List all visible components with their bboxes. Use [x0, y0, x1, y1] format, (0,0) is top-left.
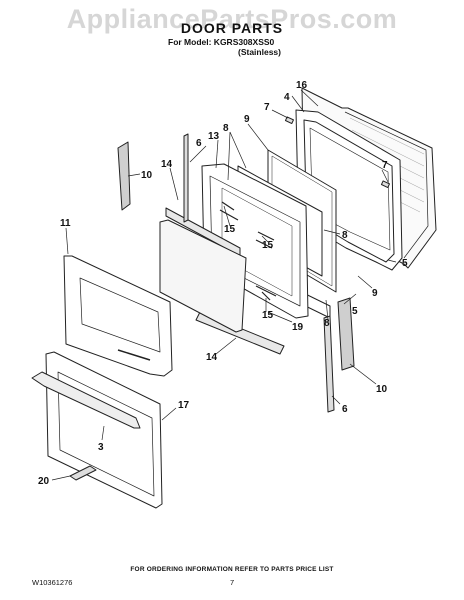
- part-7-screw-b: [380, 180, 390, 189]
- callout-6a: 6: [196, 138, 202, 149]
- callout-10a: 10: [141, 170, 153, 181]
- watermark-text: AppliancePartsPros.com: [66, 4, 398, 34]
- callout-4: 4: [284, 92, 290, 103]
- callout-16: 16: [296, 80, 308, 91]
- callout-7a: 7: [264, 102, 270, 113]
- part-11-badge: [117, 349, 151, 361]
- callout-11: 11: [60, 218, 71, 229]
- callout-5b: 5: [352, 306, 358, 317]
- part-3-handle: [31, 371, 141, 429]
- callout-19: 19: [292, 322, 304, 333]
- part-11-outer-glass: [63, 255, 173, 377]
- part-17-outer-door-inner: [57, 371, 155, 497]
- model-line: For Model: KGRS308XSS0: [168, 37, 275, 47]
- document-number: W10361276: [32, 578, 73, 587]
- callout-15c: 15: [262, 310, 274, 321]
- callout-9b: 9: [372, 288, 378, 299]
- part-7-screw-a: [284, 116, 294, 125]
- callout-20: 20: [38, 476, 50, 487]
- page-number: 7: [230, 578, 235, 587]
- callout-8c: 8: [324, 318, 330, 329]
- callout-10b: 10: [376, 384, 388, 395]
- part-15-bracket-a: [219, 201, 239, 221]
- part-6-receiver-top: [183, 133, 189, 223]
- part-10-hinge-right: [337, 297, 355, 371]
- part-11-window: [79, 277, 161, 353]
- part-15-bracket-b: [255, 231, 275, 249]
- part-6-receiver-bottom: [323, 315, 335, 413]
- callout-8b: 8: [342, 230, 348, 241]
- callout-14b: 14: [206, 352, 218, 363]
- part-13-liner-window: [221, 187, 293, 297]
- callout-8a: 8: [223, 123, 229, 134]
- callout-7b: 7: [382, 160, 388, 171]
- part-19-insulation: [159, 219, 247, 333]
- callout-14a: 14: [161, 159, 173, 170]
- callout-3: 3: [98, 442, 104, 453]
- ordering-note: FOR ORDERING INFORMATION REFER TO PARTS …: [130, 566, 334, 573]
- part-17-outer-door: [45, 351, 163, 509]
- part-10-hinge-left: [117, 141, 131, 211]
- part-16-inner-edge: [344, 111, 429, 259]
- callout-15b: 15: [262, 240, 274, 251]
- callout-5a: 5: [402, 258, 408, 269]
- part-20-badge: [69, 465, 97, 481]
- page-title: DOOR PARTS: [180, 20, 284, 36]
- callout-15a: 15: [224, 224, 236, 235]
- callout-17: 17: [178, 400, 190, 411]
- callout-13: 13: [208, 131, 220, 142]
- callout-9a: 9: [244, 114, 250, 125]
- part-15-bracket-c: [255, 285, 277, 301]
- variant-label: (Stainless): [238, 47, 281, 57]
- callout-6b: 6: [342, 404, 348, 415]
